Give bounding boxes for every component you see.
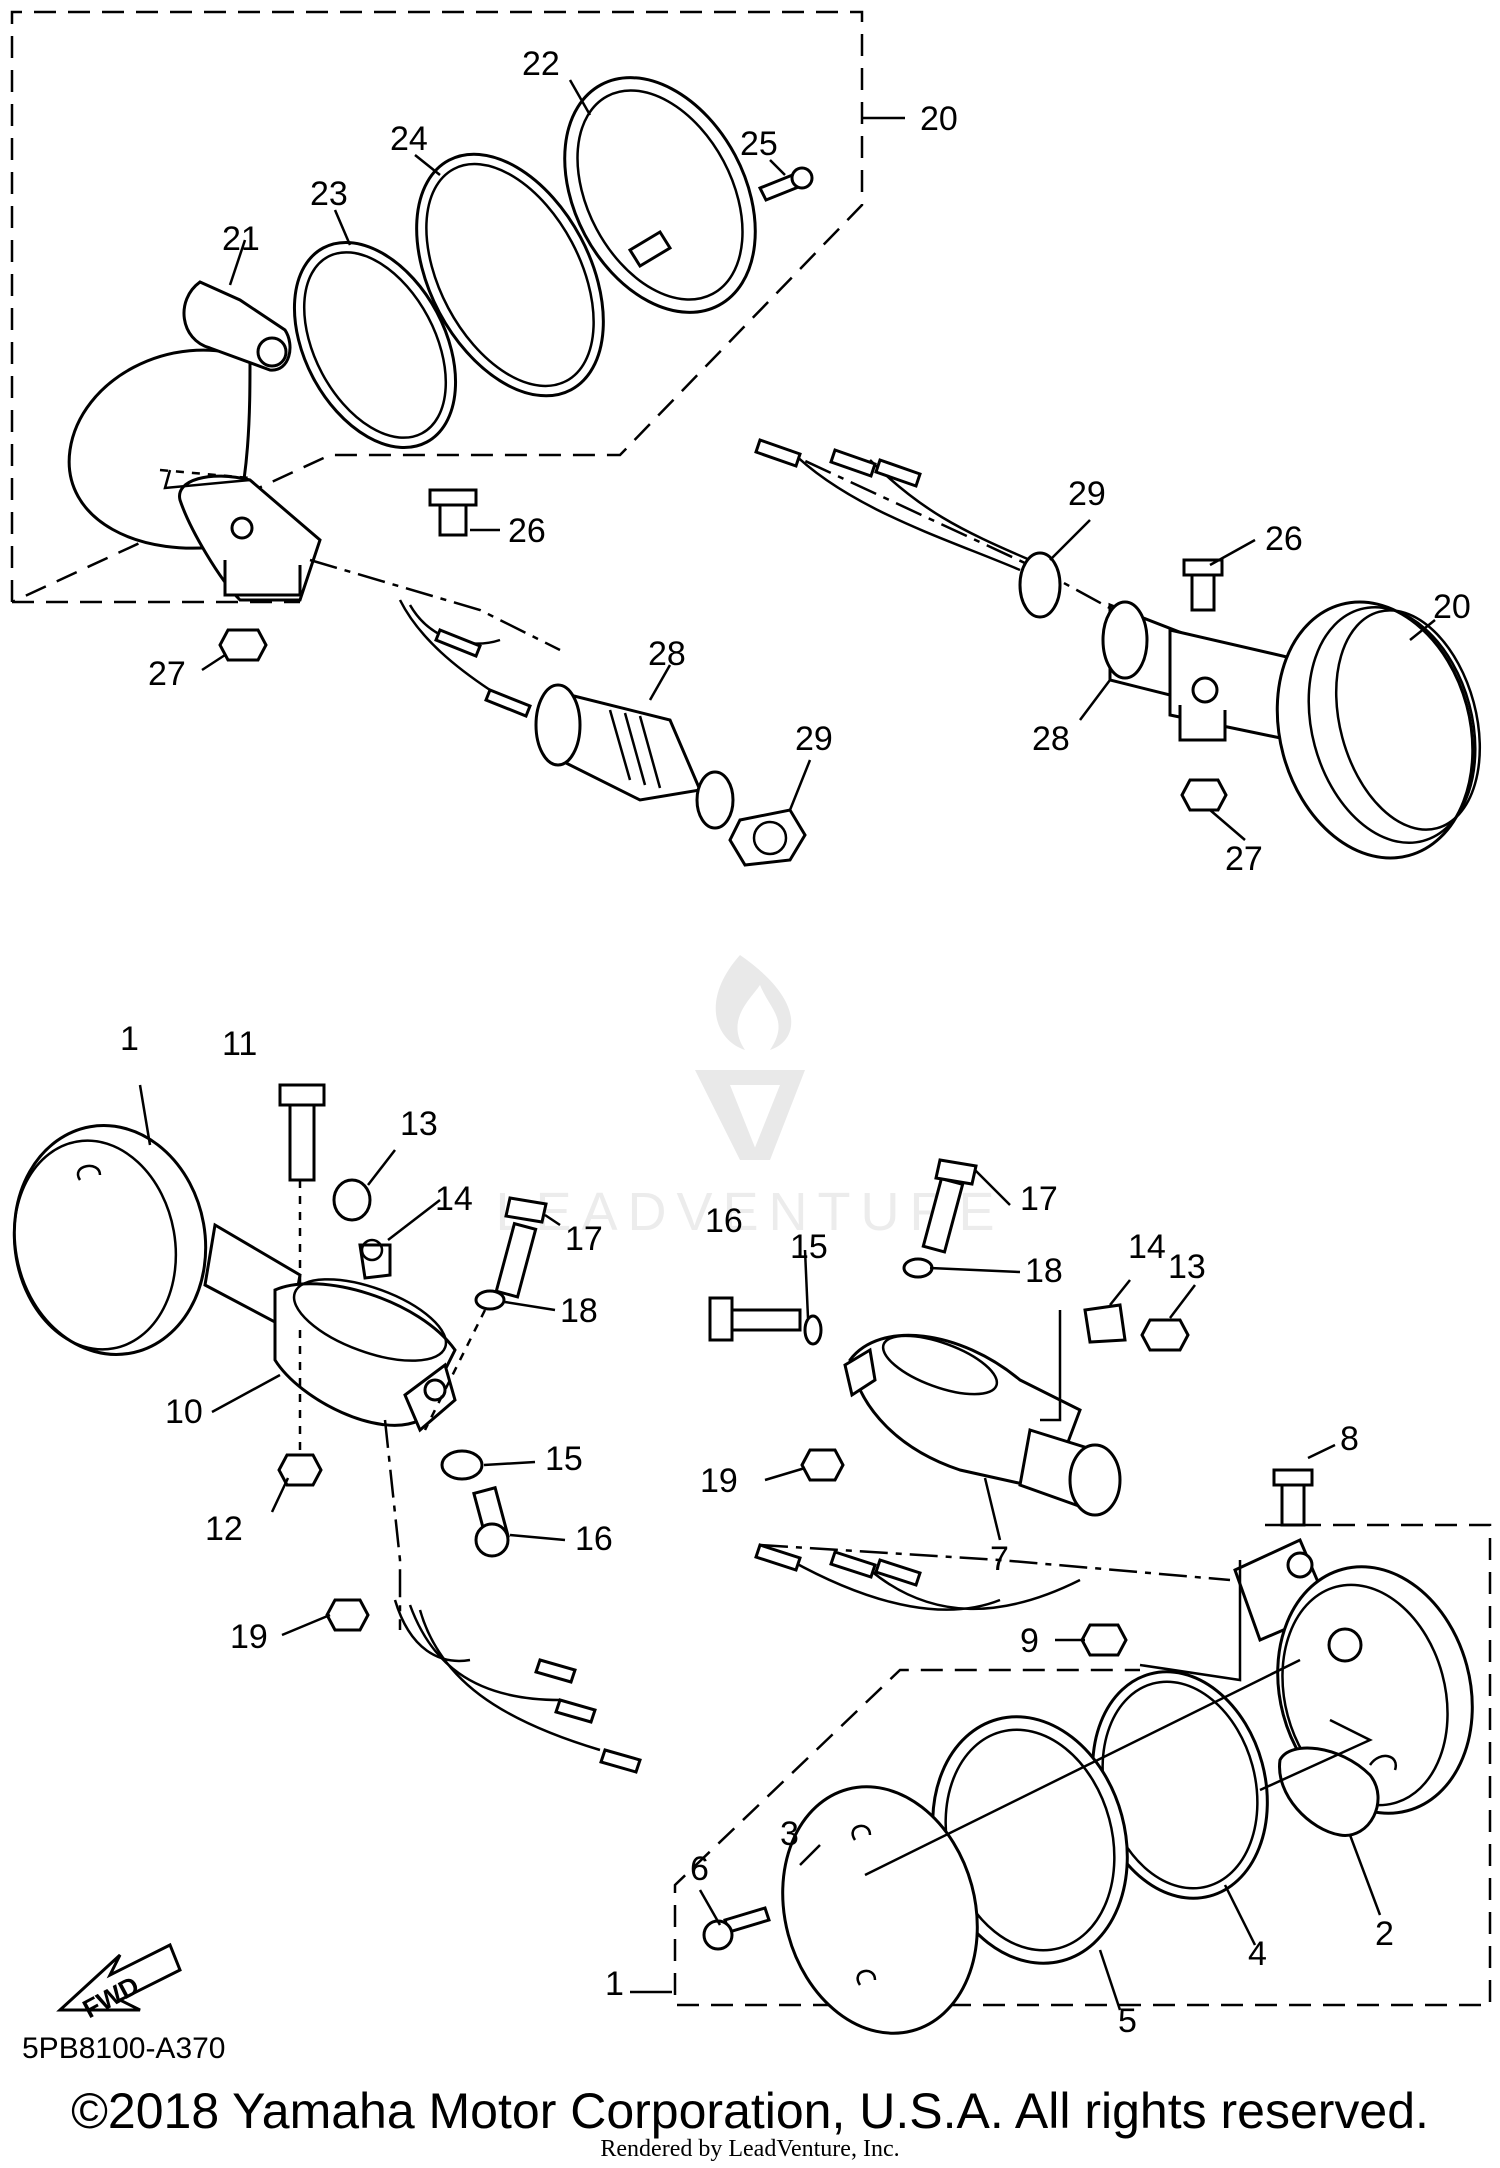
callout-label: 29 [1068,475,1106,513]
callout-label: 7 [990,1540,1009,1578]
callout-label: 21 [222,220,260,258]
callout-label: 2 [1375,1915,1394,1953]
callout-label: 16 [705,1202,743,1240]
callout-label: 19 [700,1462,738,1500]
callout-label: 28 [1032,720,1070,758]
fwd-arrow-icon: FWD [56,1942,182,2024]
callout-label: 15 [790,1228,828,1266]
callout-label: 26 [1265,520,1303,558]
rear-right-signal-assembly [754,438,1482,860]
callout-label: 27 [148,655,186,693]
callout-label: 14 [435,1180,473,1218]
watermark-text: LEADVENTURE [495,1182,1004,1242]
leadventure-watermark: LEADVENTURE [495,955,1004,1242]
callout-label: 16 [575,1520,613,1558]
callout-label: 13 [400,1105,438,1143]
callout-label: 3 [780,1815,799,1853]
callout-label: 25 [740,125,778,163]
rear-left-signal-assembly [10,10,905,867]
callout-label: 29 [795,720,833,758]
callout-label: 12 [205,1510,243,1548]
callout-label: 19 [230,1618,268,1656]
front-right-signal-assembly [630,1158,1492,2035]
callout-label: 6 [690,1850,709,1888]
rendered-by-credit: Rendered by LeadVenture, Inc. [600,2136,900,2162]
callout-label: 22 [522,45,560,83]
callout-label: 8 [1340,1420,1359,1458]
callout-label: 18 [560,1292,598,1330]
callout-label: 15 [545,1440,583,1478]
callout-label: 10 [165,1393,203,1431]
callout-label: 5 [1118,2002,1137,2040]
callout-label: 23 [310,175,348,213]
callout-label: 20 [920,100,958,138]
callout-label: 14 [1128,1228,1166,1266]
copyright-notice: ©2018 Yamaha Motor Corporation, U.S.A. A… [71,2083,1429,2139]
callout-label: 27 [1225,840,1263,878]
callout-label: 9 [1020,1622,1039,1660]
callout-label: 20 [1433,588,1471,626]
front-left-signal-assembly [12,1083,642,1774]
callout-label: 11 [222,1025,257,1063]
callout-label: 18 [1025,1252,1063,1290]
callout-label: 26 [508,512,546,550]
callout-label: 17 [565,1220,603,1258]
callout-label: 1 [120,1020,139,1058]
callout-label: 17 [1020,1180,1058,1218]
callout-label: 13 [1168,1248,1206,1286]
callout-label: 1 [605,1965,624,2003]
callout-labels: 1 1 2 3 4 5 6 7 8 9 10 11 12 13 13 14 14… [120,45,1471,2040]
diagram-code: 5PB8100-A370 [22,2032,226,2065]
callout-label: 4 [1248,1935,1267,1973]
callout-label: 28 [648,635,686,673]
callout-label: 24 [390,120,428,158]
